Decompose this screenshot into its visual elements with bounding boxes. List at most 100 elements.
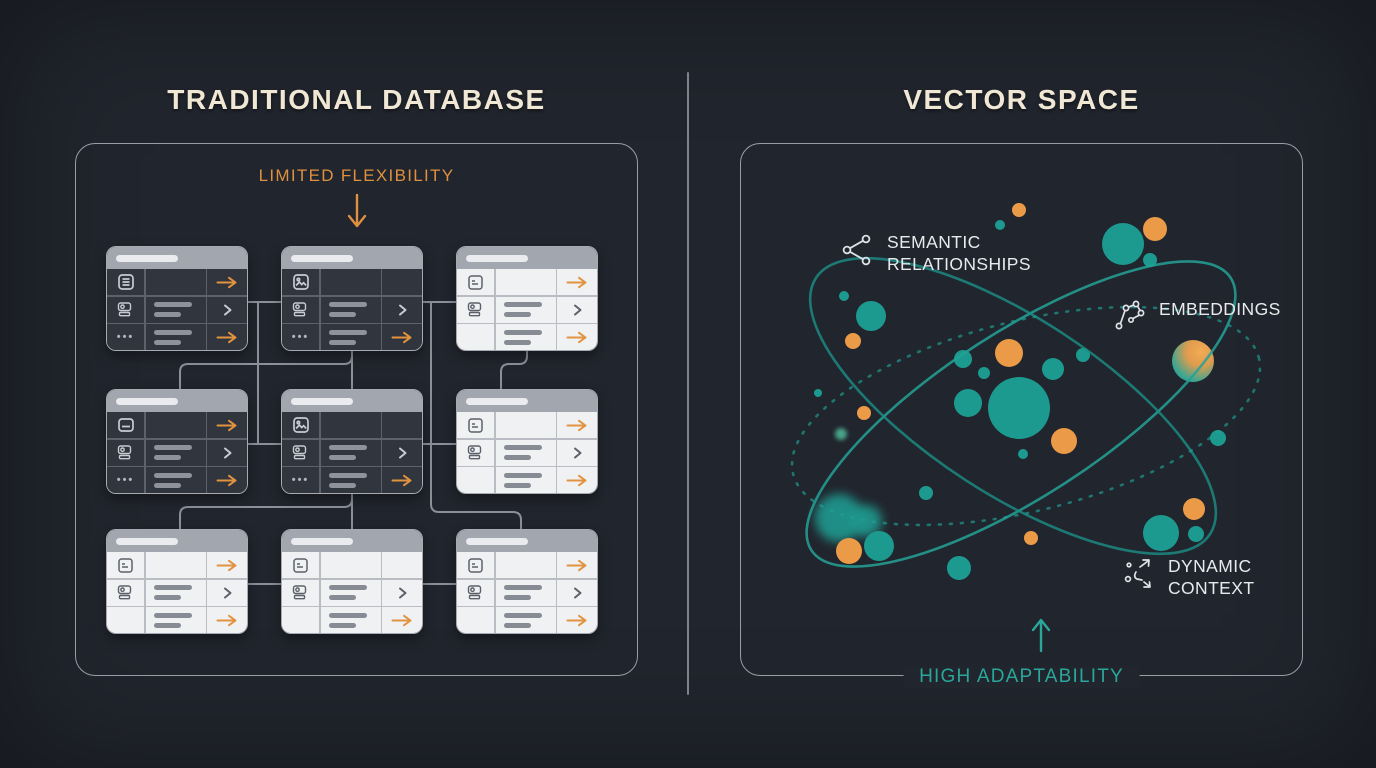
text-placeholder [153, 445, 192, 450]
table-cell [282, 607, 319, 633]
db-table-card [456, 389, 598, 494]
table-cell [382, 607, 422, 633]
vector-point [1188, 526, 1204, 542]
table-header [457, 530, 597, 552]
table-cell [320, 269, 381, 295]
table-cell [557, 296, 597, 323]
vector-point [839, 291, 849, 301]
text-placeholder [503, 472, 542, 478]
center-divider-line [687, 72, 689, 695]
table-title-placeholder [466, 397, 528, 405]
dynamic-context-label: DYNAMIC CONTEXT [1124, 556, 1254, 599]
chevron-right-icon [399, 304, 407, 315]
table-cell [282, 552, 319, 578]
table-header [457, 247, 597, 269]
traditional-database-panel: LIMITED FLEXIBILITY •••••••••••• [75, 143, 638, 676]
arrow-right-icon [566, 419, 587, 431]
table-header [282, 247, 422, 269]
table-header [107, 390, 247, 412]
table-cell [557, 324, 597, 350]
arrow-right-icon [216, 419, 237, 431]
vector-point [1143, 515, 1179, 551]
table-title-placeholder [116, 537, 178, 545]
text-placeholder [328, 595, 356, 600]
text-placeholder [328, 445, 367, 450]
table-title-placeholder [291, 254, 353, 262]
table-cell [457, 579, 494, 606]
table-cell [557, 269, 597, 295]
table-cell [320, 607, 381, 633]
db-table-card [456, 246, 598, 351]
vector-space-panel: SEMANTIC RELATIONSHIPS EMBEDDINGS [740, 143, 1303, 688]
table-cell [495, 296, 556, 323]
table-cell [382, 412, 422, 438]
table-cell [495, 439, 556, 466]
table-cell [320, 412, 381, 438]
table-cell [282, 579, 319, 606]
chevron-right-icon [574, 304, 582, 315]
database-icon [117, 274, 134, 290]
archive-icon [117, 302, 132, 317]
text-placeholder [328, 302, 367, 307]
arrow-right-icon [216, 276, 237, 288]
vector-point [856, 301, 886, 331]
text-placeholder [328, 622, 356, 628]
vector-point [954, 389, 982, 417]
table-body: ••• [282, 412, 422, 493]
db-table-card [281, 529, 423, 634]
text-placeholder [153, 339, 181, 345]
table-body [457, 552, 597, 633]
vector-point [988, 377, 1050, 439]
image-icon [292, 417, 309, 433]
db-table-card [456, 529, 598, 634]
table-header [457, 390, 597, 412]
table-cell [557, 579, 597, 606]
table-cell [557, 439, 597, 466]
table-cell [320, 467, 381, 493]
table-cell [145, 607, 206, 633]
table-cell [207, 269, 247, 295]
table-cell [382, 296, 422, 323]
table-cell [207, 579, 247, 606]
image-icon [292, 274, 309, 290]
table-body: ••• [107, 412, 247, 493]
db-table-card [106, 529, 248, 634]
text-placeholder [328, 482, 356, 488]
label-line: RELATIONSHIPS [887, 253, 1031, 274]
table-title-placeholder [291, 537, 353, 545]
arrow-right-icon [566, 276, 587, 288]
vector-point [1018, 449, 1028, 459]
archive-icon [117, 585, 132, 600]
table-cell: ••• [282, 467, 319, 493]
text-placeholder [153, 455, 181, 460]
vector-point [1076, 348, 1090, 362]
text-placeholder [153, 312, 181, 317]
table-cell [145, 296, 206, 323]
arrow-right-icon [216, 559, 237, 571]
table-header [107, 530, 247, 552]
table-cell [457, 439, 494, 466]
table-cell [457, 269, 494, 295]
archive-icon [292, 585, 307, 600]
text-placeholder [503, 302, 542, 307]
table-cell [282, 439, 319, 466]
arrow-down-icon [347, 193, 366, 228]
table-cell [207, 439, 247, 466]
table-cell [145, 467, 206, 493]
label-line: CONTEXT [1168, 577, 1255, 598]
vector-point [1051, 428, 1077, 454]
table-cell [495, 412, 556, 438]
vector-point [1210, 430, 1226, 446]
table-cell: ••• [107, 324, 144, 350]
transform-nodes-icon [1124, 559, 1151, 588]
text-placeholder [503, 455, 531, 460]
archive-icon [117, 445, 132, 460]
text-placeholder [153, 585, 192, 590]
archive-icon [467, 585, 482, 600]
table-cell [282, 412, 319, 438]
table-cell [557, 607, 597, 633]
table-header [282, 530, 422, 552]
table-cell [557, 412, 597, 438]
text-placeholder [153, 622, 181, 628]
